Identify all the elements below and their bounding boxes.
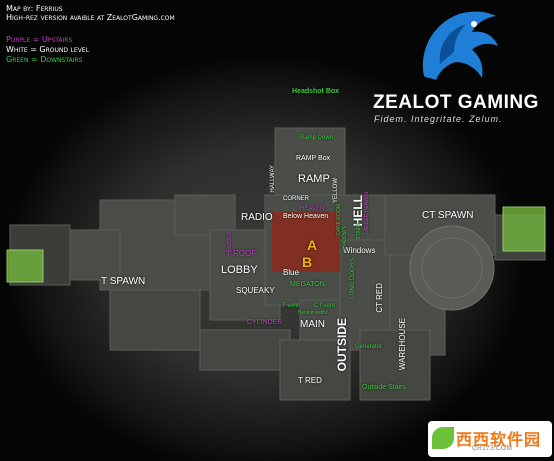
label-bv: BV	[321, 310, 328, 316]
ct-spawn-box	[502, 206, 546, 252]
label-outside: OUTSIDE	[335, 318, 349, 372]
label-generator: Generator	[355, 344, 383, 350]
label-outside-stairs: Outside Stairs	[362, 384, 406, 391]
watermark-leaf-icon	[432, 427, 454, 449]
label-site-b: B	[302, 254, 313, 270]
heaven-area	[272, 212, 340, 272]
label-below-heaven: Below Heaven	[283, 213, 329, 220]
label-t-roof: T ROOF	[226, 249, 257, 258]
ct-tank-inner	[421, 237, 483, 299]
watermark-badge: 西西软件园 CR173.COM	[428, 421, 552, 457]
label-behind-vents: Behind vents	[298, 310, 327, 316]
label-megaton: MEGATON	[290, 281, 325, 288]
label-ct-spawn: CT SPAWN	[422, 210, 474, 221]
zealot-dragon-logo	[422, 11, 498, 81]
label-site-a: A	[307, 237, 318, 253]
label-t-vent: T vent	[282, 303, 299, 309]
label-yellow: YELLOW	[333, 178, 339, 204]
label-main: MAIN	[300, 319, 325, 330]
t-spawn-box	[6, 249, 44, 283]
label-t-spawn: T SPAWN	[101, 276, 146, 287]
brand-motto: Fidem. Integritate. Zelum.	[374, 114, 503, 124]
label-warehouse: WAREHOUSE	[398, 318, 407, 371]
label-lobby: LOBBY	[221, 264, 258, 276]
label-ramp: RAMP	[298, 173, 330, 185]
label-ladder-heaven: LADDER HEAVEN	[364, 192, 370, 234]
legend-green: Green = Downstairs	[6, 55, 83, 64]
label-shadows: SHADOWS	[342, 226, 348, 252]
label-t-red: T RED	[298, 376, 322, 385]
label-long-doors: LONG DOORS	[350, 258, 356, 299]
label-ct-red: CT RED	[375, 283, 384, 313]
label-heaven: HEAVEN	[300, 206, 325, 212]
label-corner: CORNER	[283, 196, 310, 202]
label-ramp-down: Ramp Down	[300, 135, 334, 141]
legend-purple: Purple = Upstairs	[6, 35, 73, 44]
label-windows: Windows	[343, 246, 376, 255]
watermark-sub: CR173.COM	[472, 445, 513, 452]
map-credit: Map by: Ferrius	[6, 4, 63, 13]
hires-note: High-rez version avaible at ZealotGaming…	[6, 13, 175, 22]
label-radio: RADIO	[241, 212, 273, 223]
label-headshot-box: Headshot Box	[292, 88, 340, 95]
label-stairs: STAIRS	[356, 222, 362, 240]
label-hallway: HALLWAY	[270, 165, 276, 193]
brand-name: ZEALOT GAMING	[373, 92, 539, 113]
label-ladder: LADDER	[227, 232, 233, 253]
label-ramp-box: RAMP Box	[296, 155, 331, 162]
label-squeaky: SQUEAKY	[236, 286, 275, 295]
ct-tank	[409, 225, 495, 311]
watermark-text: 西西软件园	[456, 430, 542, 449]
label-blue: Blue	[283, 268, 300, 277]
legend-white: White = Ground level	[6, 45, 89, 54]
label-ct-vent: CT vent	[314, 303, 335, 309]
label-cylinder: CYLINDER	[247, 319, 283, 326]
